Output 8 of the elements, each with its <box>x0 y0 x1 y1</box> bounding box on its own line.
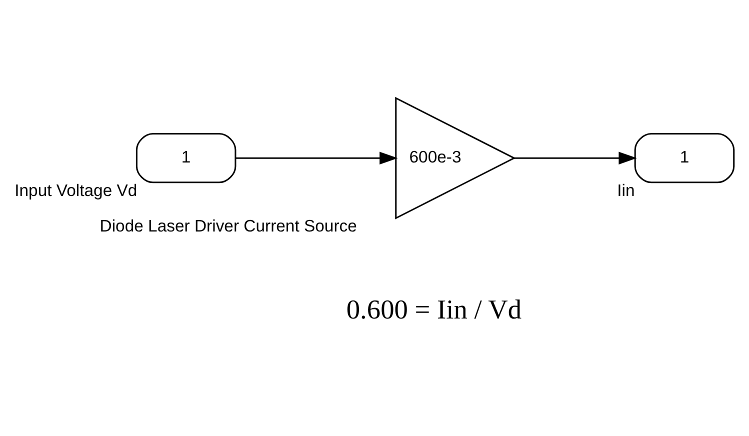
arrow <box>514 151 637 164</box>
label: 0.600 = Iin / Vd <box>346 294 522 324</box>
node-label: Input Voltage Vd <box>14 180 138 200</box>
node-label: Iin <box>617 180 635 200</box>
node-box: 1 <box>634 132 735 183</box>
node-label: Diode Laser Driver Current Source <box>100 216 357 235</box>
arrow <box>236 151 398 164</box>
node-box: 1 <box>136 132 236 183</box>
